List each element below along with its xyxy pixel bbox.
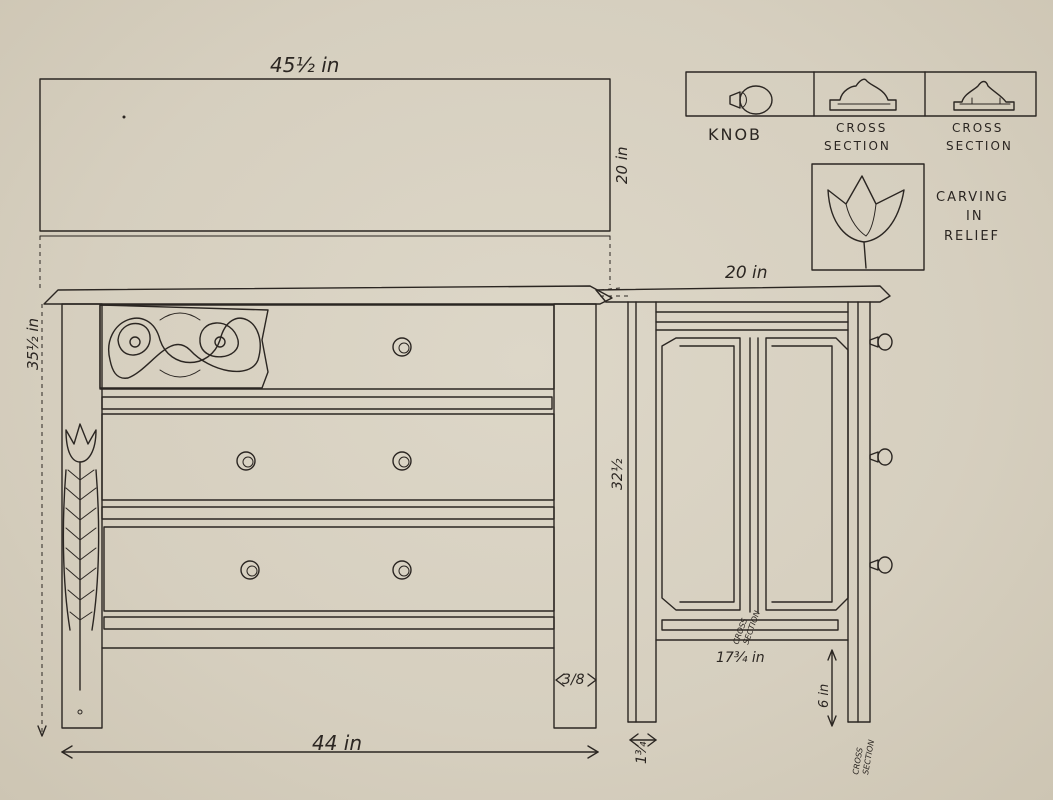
tulip-leaves [65, 469, 97, 621]
side-knob-2-stem [869, 451, 879, 463]
top-plan-rect [39, 78, 611, 232]
carved-scroll [107, 317, 261, 379]
detail-strip [685, 71, 1037, 117]
cross-section-2-b: SECTION [946, 139, 1013, 153]
knob-d3-right-inner [398, 565, 410, 577]
leg-gap-label: 6 in [817, 684, 832, 708]
knob-d2-right-inner [398, 456, 410, 468]
height-label: 35½ in [24, 318, 42, 370]
base-width-dim-arrows [61, 745, 599, 759]
tulip-leaf-outline [62, 469, 100, 631]
leg-gap-dim-arrows [827, 649, 837, 727]
carved-bud-left [129, 336, 141, 348]
knob-d3-left [240, 560, 260, 580]
top-plan-dot [122, 115, 126, 119]
knob-d1-right-inner [398, 342, 410, 354]
carved-leaf-left [117, 323, 151, 356]
front-top-board [43, 285, 613, 305]
knob-d2-right [392, 451, 412, 471]
detail-boxes: KNOB CROSS SECTION CROSS SECTION CARVING… [685, 71, 1037, 271]
drawer-1-rail [101, 396, 553, 410]
side-panel-right-inner [771, 345, 833, 603]
drawer-3-rail [103, 616, 555, 630]
knob-d1-right [392, 337, 412, 357]
top-plan-view: 45½ in 20 in [39, 53, 631, 290]
side-leg-label: 1¾ [634, 741, 650, 764]
carved-scroll-details [159, 312, 201, 378]
front-leg-dim-arrows [555, 673, 597, 687]
side-panel-right [765, 337, 849, 611]
tulip-stem-end [77, 709, 83, 715]
cross-section-2-shape [953, 80, 1015, 111]
carved-panel [99, 304, 269, 389]
carving-label-c: RELIEF [944, 229, 1000, 244]
side-knobs [869, 333, 893, 574]
side-inner-label: 17¾ in [716, 650, 765, 666]
knob-detail-head [739, 85, 773, 115]
tulip-flower [65, 423, 97, 463]
cross-section-1-a: CROSS [836, 121, 887, 135]
drawer-2-rail [101, 506, 555, 520]
cross-section-2-a: CROSS [952, 121, 1003, 135]
side-height-label: 32½ [610, 458, 626, 490]
side-elevation: 20 in 32½ [595, 263, 893, 775]
front-leg-label: 3/8 [562, 672, 585, 688]
knob-detail [729, 85, 773, 115]
side-depth-label: 20 in [725, 263, 768, 283]
top-width-label: 45½ in [270, 53, 339, 77]
carved-bud-right [214, 336, 226, 348]
carved-leaf-right [199, 322, 239, 358]
carving-tulip-inner [845, 203, 877, 237]
height-dim-arrow [37, 725, 47, 737]
bottom-cross-section-b: SECTION [861, 739, 876, 775]
knob-d3-right [392, 560, 412, 580]
drawer-3 [103, 526, 555, 612]
top-depth-label: 20 in [613, 146, 631, 184]
side-knob-3-stem [869, 559, 879, 571]
base-width-label: 44 in [312, 731, 362, 755]
side-knob-3 [877, 556, 893, 574]
drawer-knobs [236, 337, 412, 580]
front-left-stile [61, 303, 103, 729]
cross-section-1-shape [829, 78, 897, 111]
side-panel-left [661, 337, 741, 611]
side-top-board [595, 285, 891, 303]
carving-tulip-stem [863, 241, 867, 269]
drawer-2 [101, 413, 555, 501]
cross-section-2-lines [959, 97, 1011, 105]
side-panel-left-inner [679, 345, 735, 603]
carving-label-b: IN [966, 209, 984, 224]
knob-d2-left [236, 451, 256, 471]
cross-section-1-b: SECTION [824, 139, 891, 153]
front-elevation: 35½ in 44 in 3/8 [24, 285, 613, 759]
side-bottom-rail [661, 619, 839, 631]
carving-tulip [827, 175, 905, 243]
side-knob-2 [877, 448, 893, 466]
knob-detail-neck [741, 91, 747, 109]
side-top-dashes [599, 287, 632, 303]
knob-d3-left-inner [246, 565, 258, 577]
carved-panel-outline [99, 304, 269, 389]
carving-label-a: CARVING [936, 190, 1009, 205]
front-right-stile [553, 303, 597, 729]
knob-d2-left-inner [242, 456, 254, 468]
side-leg-dim-arrows [629, 733, 657, 747]
stile-tulip-carving [62, 423, 100, 715]
side-knob-1 [877, 333, 893, 351]
side-knob-1-stem [869, 336, 879, 348]
carving-detail-box [811, 163, 925, 271]
knob-detail-stem [729, 91, 741, 109]
knob-label: KNOB [708, 125, 762, 144]
